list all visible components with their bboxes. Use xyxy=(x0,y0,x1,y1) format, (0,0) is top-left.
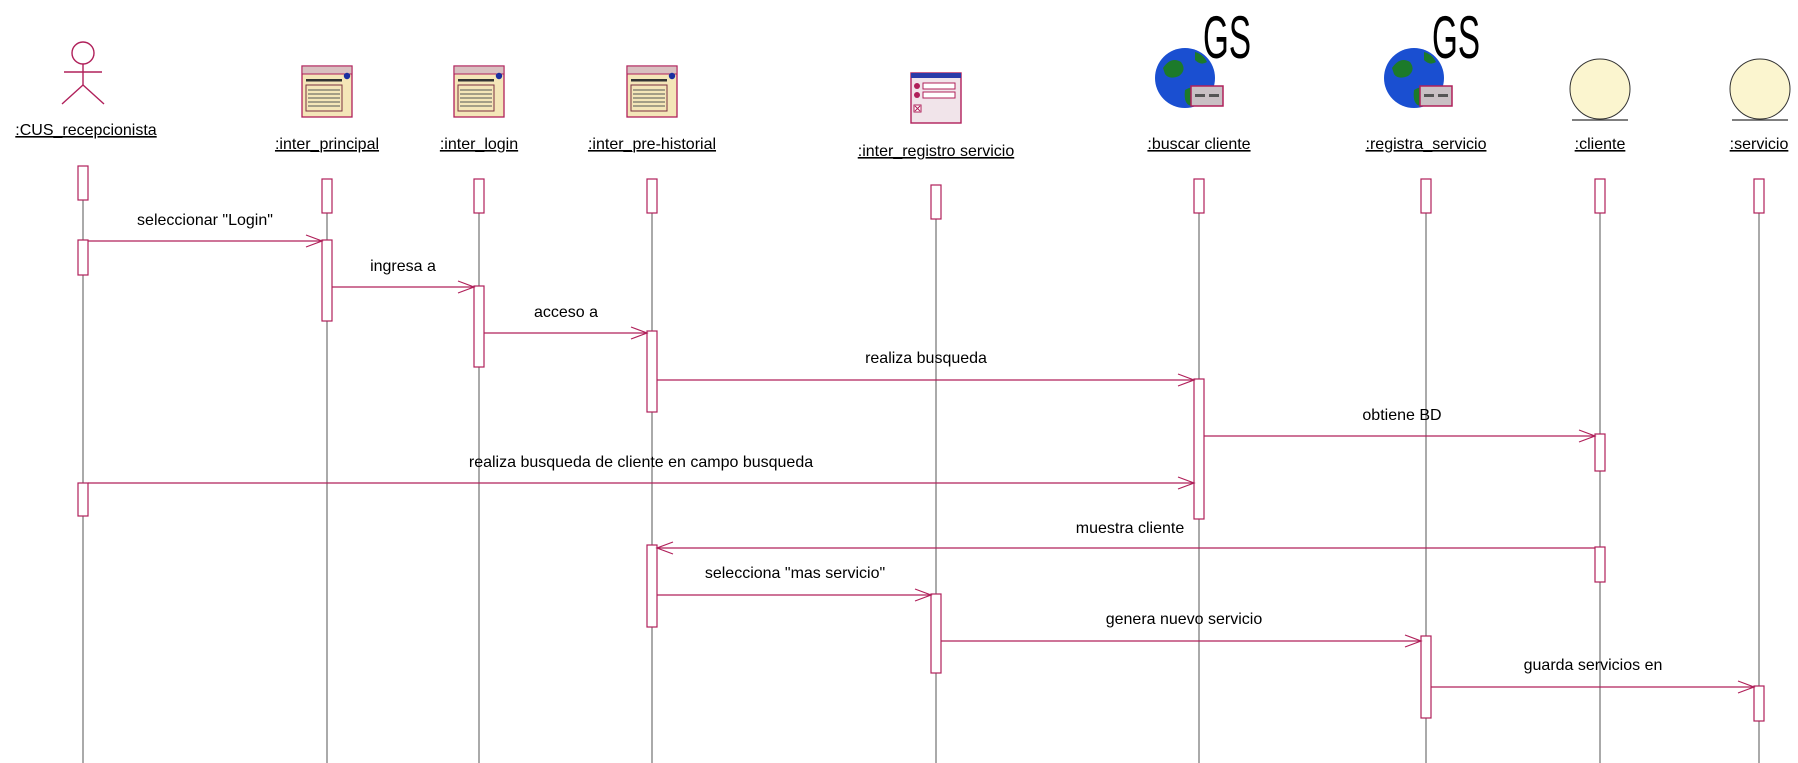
message-label: selecciona "mas servicio" xyxy=(705,565,885,582)
object-label-prehist: :inter_pre-historial xyxy=(588,136,716,153)
object-label-principal: :inter_principal xyxy=(275,136,379,153)
object-label-servicio: :servicio xyxy=(1730,136,1789,153)
object-label-actor: :CUS_recepcionista xyxy=(15,122,157,139)
message-arrow xyxy=(941,634,1423,648)
message-arrow xyxy=(657,373,1196,387)
activation-bar xyxy=(930,184,942,220)
message-arrow xyxy=(332,280,476,294)
activation-bar xyxy=(1594,178,1606,214)
activation-bar xyxy=(321,178,333,214)
activation-bar xyxy=(473,178,485,214)
object-label-login: :inter_login xyxy=(440,136,518,153)
gs-badge: GS xyxy=(1432,4,1480,71)
activation-bar xyxy=(1753,178,1765,214)
message-label: obtiene BD xyxy=(1362,407,1441,424)
message-arrow xyxy=(1431,680,1756,694)
actor-icon xyxy=(61,41,105,105)
activation-bar xyxy=(1193,178,1205,214)
form-icon xyxy=(910,72,962,124)
activation-bar xyxy=(321,239,333,322)
message-label: realiza busqueda xyxy=(865,350,987,367)
window-icon xyxy=(301,65,353,118)
window-icon xyxy=(626,65,678,118)
activation-bar xyxy=(1420,635,1432,719)
message-label: muestra cliente xyxy=(1076,520,1185,537)
activation-bar xyxy=(473,285,485,368)
activation-bar xyxy=(1193,378,1205,520)
activation-bar xyxy=(1420,178,1432,214)
object-label-registro: :inter_registro servicio xyxy=(858,143,1015,160)
activation-bar xyxy=(1753,685,1765,722)
message-arrow xyxy=(1204,429,1597,443)
activation-bar xyxy=(1594,433,1606,472)
message-label: guarda servicios en xyxy=(1524,657,1663,674)
activation-bar xyxy=(646,330,658,413)
activation-bar xyxy=(930,593,942,674)
message-arrow xyxy=(655,541,1595,555)
globe-icon xyxy=(1384,48,1453,108)
globe-icon xyxy=(1155,48,1224,108)
activation-bar xyxy=(1594,546,1606,583)
message-arrow xyxy=(484,326,649,340)
gs-badge: GS xyxy=(1203,4,1251,71)
activation-bar xyxy=(77,482,89,517)
message-label: seleccionar "Login" xyxy=(137,212,273,229)
message-arrow xyxy=(657,588,933,602)
window-icon xyxy=(453,65,505,118)
message-arrow xyxy=(88,476,1196,490)
message-label: realiza busqueda de cliente en campo bus… xyxy=(469,454,813,471)
message-label: acceso a xyxy=(534,304,598,321)
activation-bar xyxy=(77,165,89,201)
entity-icon xyxy=(1569,58,1631,121)
activation-bar xyxy=(77,239,89,276)
object-label-registra: :registra_servicio xyxy=(1366,136,1487,153)
message-label: genera nuevo servicio xyxy=(1106,611,1263,628)
object-label-buscar: :buscar cliente xyxy=(1147,136,1250,153)
activation-bar xyxy=(646,178,658,214)
message-label: ingresa a xyxy=(370,258,436,275)
object-label-cliente: :cliente xyxy=(1575,136,1626,153)
entity-icon xyxy=(1729,58,1791,121)
activation-bar xyxy=(646,544,658,628)
message-arrow xyxy=(88,234,324,248)
